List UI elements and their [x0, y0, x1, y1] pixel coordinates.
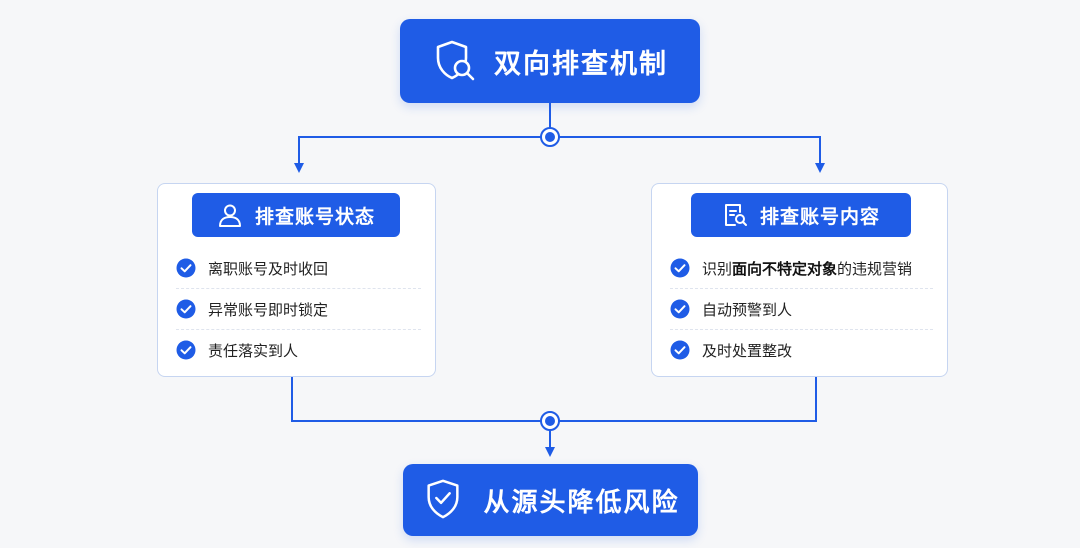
user-icon — [217, 202, 243, 228]
top-node-mechanism: 双向排查机制 — [400, 19, 700, 103]
check-circle-icon — [176, 340, 196, 360]
junction-dot-top — [540, 127, 560, 147]
panel-header-label: 排查账号状态 — [254, 205, 375, 228]
list-item-text: 离职账号及时收回 — [208, 259, 329, 278]
list-item: 责任落实到人 — [176, 330, 421, 370]
document-search-icon — [722, 202, 748, 228]
merge-line-left — [291, 375, 550, 422]
merge-line-right — [550, 375, 817, 422]
split-line-left — [294, 136, 550, 173]
list-item-text: 自动预警到人 — [702, 300, 793, 319]
bottom-node-title: 从源头降低风险 — [483, 487, 680, 518]
panel-account-content: 排查账号内容 识别面向不特定对象的违规营销 自动预警到人 及时处置整改 — [651, 183, 948, 377]
check-circle-icon — [670, 299, 690, 319]
panel-header-account-content: 排查账号内容 — [691, 193, 911, 237]
list-item-text: 责任落实到人 — [208, 341, 299, 360]
panel-header-label: 排查账号内容 — [759, 205, 880, 228]
check-list: 离职账号及时收回 异常账号即时锁定 责任落实到人 — [176, 248, 421, 370]
list-item-text: 识别面向不特定对象的违规营销 — [702, 258, 912, 279]
bottom-node-outcome: 从源头降低风险 — [403, 464, 698, 536]
text-emphasis: 面向不特定对象 — [732, 259, 838, 278]
text-prefix: 识别 — [702, 259, 733, 278]
top-node-title: 双向排查机制 — [494, 48, 668, 80]
check-circle-icon — [176, 299, 196, 319]
shield-check-icon — [421, 477, 467, 523]
shield-search-icon — [432, 38, 478, 84]
text-suffix: 的违规营销 — [837, 259, 913, 278]
list-item: 异常账号即时锁定 — [176, 289, 421, 330]
list-item: 识别面向不特定对象的违规营销 — [670, 248, 933, 289]
list-item: 自动预警到人 — [670, 289, 933, 330]
panel-header-account-status: 排查账号状态 — [192, 193, 400, 237]
check-circle-icon — [670, 258, 690, 278]
list-item: 及时处置整改 — [670, 330, 933, 370]
list-item-text: 异常账号即时锁定 — [208, 300, 329, 319]
check-circle-icon — [670, 340, 690, 360]
panel-account-status: 排查账号状态 离职账号及时收回 异常账号即时锁定 责任落实到人 — [157, 183, 436, 377]
junction-dot-bottom — [540, 411, 560, 431]
list-item-text: 及时处置整改 — [702, 341, 793, 360]
list-item: 离职账号及时收回 — [176, 248, 421, 289]
check-circle-icon — [176, 258, 196, 278]
check-list: 识别面向不特定对象的违规营销 自动预警到人 及时处置整改 — [670, 248, 933, 370]
split-line-right — [550, 136, 825, 173]
